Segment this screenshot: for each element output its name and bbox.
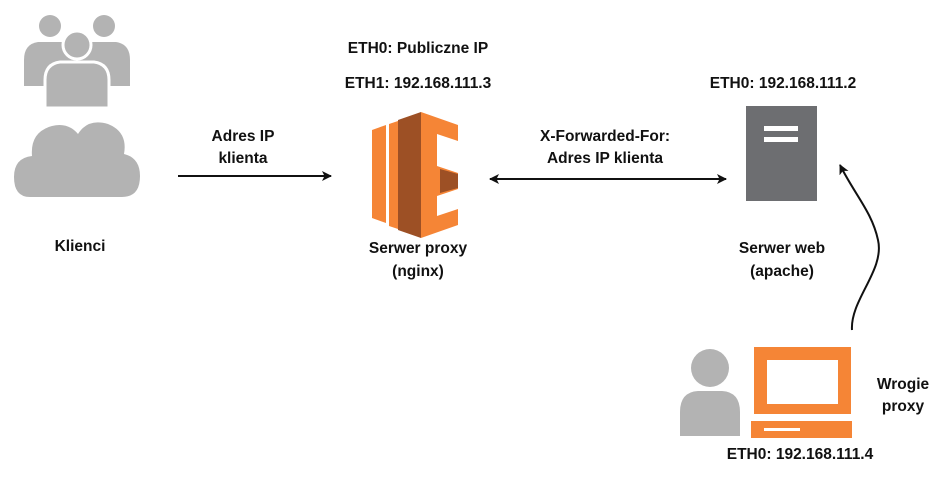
proxy-name-label: Serwer proxy xyxy=(368,240,468,257)
users-cloud-icon xyxy=(14,15,140,197)
server-icon xyxy=(746,106,817,201)
proxy-eth1-label: ETH1: 192.168.111.3 xyxy=(344,75,492,92)
xff-label-line2: Adres IP klienta xyxy=(546,150,663,167)
arrow-rogue-to-web xyxy=(839,164,880,331)
clients-label: Klienci xyxy=(54,238,106,255)
client-ip-label-line2: klienta xyxy=(218,150,268,167)
computer-icon xyxy=(751,347,852,438)
user-computer-icon xyxy=(680,347,852,438)
user-icon xyxy=(680,349,740,436)
web-sub-label: (apache) xyxy=(750,263,814,280)
rogue-eth0-label: ETH0: 192.168.111.4 xyxy=(726,446,874,463)
web-eth0-label: ETH0: 192.168.111.2 xyxy=(709,75,857,92)
client-ip-label-line1: Adres IP xyxy=(211,128,275,145)
nginx-proxy-icon xyxy=(372,112,458,238)
xff-label-line1: X-Forwarded-For: xyxy=(539,128,671,145)
proxy-sub-label: (nginx) xyxy=(392,263,444,280)
cloud-icon xyxy=(14,122,140,197)
proxy-eth0-label: ETH0: Publiczne IP xyxy=(347,40,489,57)
web-name-label: Serwer web xyxy=(738,240,826,257)
rogue-proxy-label-line2: proxy xyxy=(881,398,925,415)
rogue-proxy-label-line1: Wrogie xyxy=(876,376,930,393)
user-front-icon xyxy=(43,29,111,110)
